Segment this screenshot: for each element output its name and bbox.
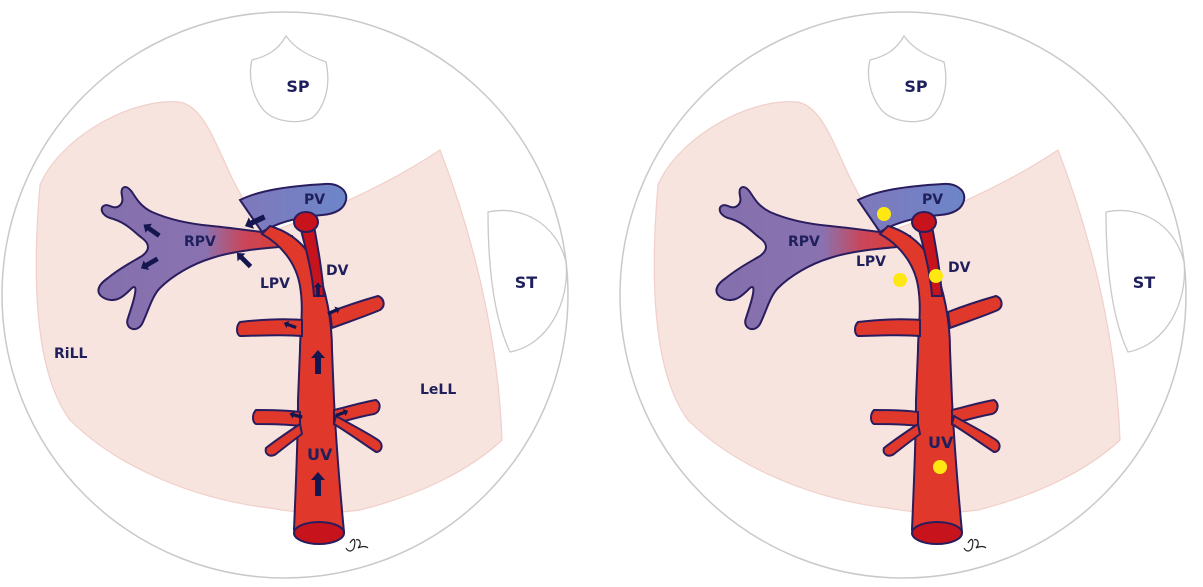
label-rpv: RPV	[184, 234, 216, 250]
marker-uv	[933, 460, 947, 474]
label-st: ST	[515, 273, 538, 292]
label-sp: SP	[286, 77, 310, 96]
anatomy-left	[2, 12, 568, 578]
label-rill: RiLL	[54, 346, 88, 362]
label-pv: PV	[922, 192, 943, 208]
panel-left: SP ST PV RPV LPV DV UV RiLL LeLL	[2, 12, 568, 578]
label-lell: LeLL	[420, 382, 456, 398]
label-uv: UV	[307, 445, 333, 464]
marker-dv	[929, 269, 943, 283]
anatomy-right	[620, 12, 1186, 578]
marker-lpv	[893, 273, 907, 287]
label-lpv: LPV	[260, 276, 290, 292]
label-pv: PV	[304, 192, 325, 208]
label-dv: DV	[948, 260, 971, 276]
label-st: ST	[1133, 273, 1156, 292]
panel-right: SP ST PV RPV LPV DV UV	[620, 12, 1186, 578]
marker-pv	[877, 207, 891, 221]
label-uv: UV	[928, 433, 954, 452]
label-rpv: RPV	[788, 234, 820, 250]
label-lpv: LPV	[856, 254, 886, 270]
label-sp: SP	[904, 77, 928, 96]
label-dv: DV	[326, 263, 349, 279]
